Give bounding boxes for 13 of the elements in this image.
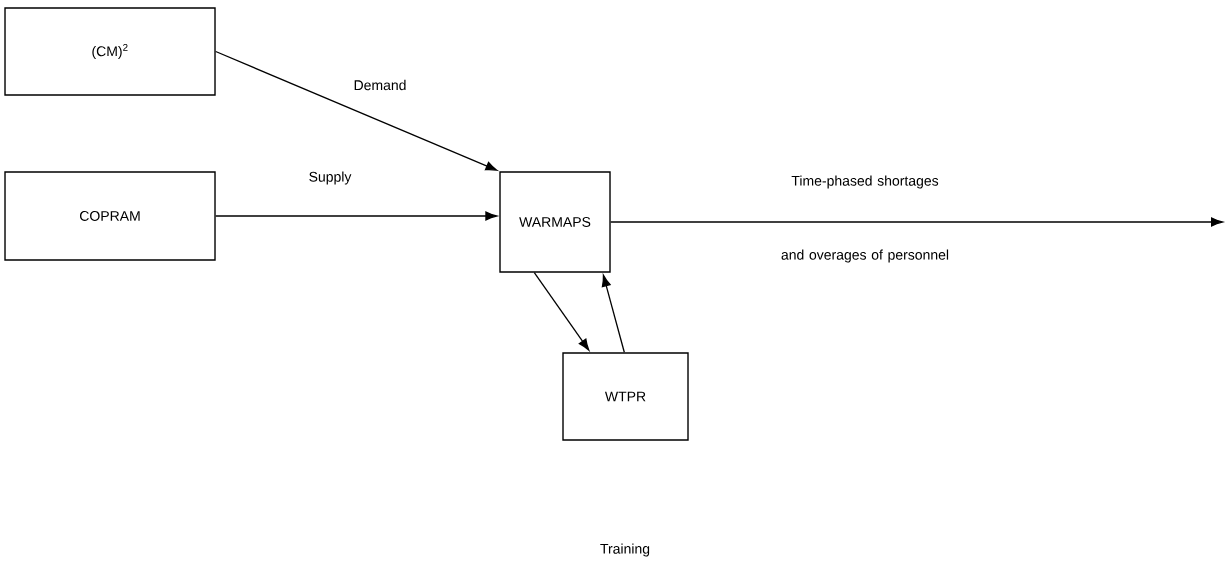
arrow xyxy=(610,217,1223,227)
arrow xyxy=(215,211,498,221)
process-box: (CM)$^{2}$ xyxy=(4,7,216,96)
edge-label: Demand xyxy=(354,79,406,91)
arrow xyxy=(533,272,590,351)
edge-label: Time-phased shortages and overages of personnel xyxy=(781,175,949,263)
process-box: WARMAPS xyxy=(499,171,611,273)
process-box: WTPR xyxy=(562,352,689,441)
process-box: COPRAM xyxy=(4,171,216,261)
caption: Training xyxy=(600,543,650,557)
edge-label: Supply xyxy=(309,171,352,185)
arrow xyxy=(601,274,625,353)
arrow xyxy=(215,50,498,171)
